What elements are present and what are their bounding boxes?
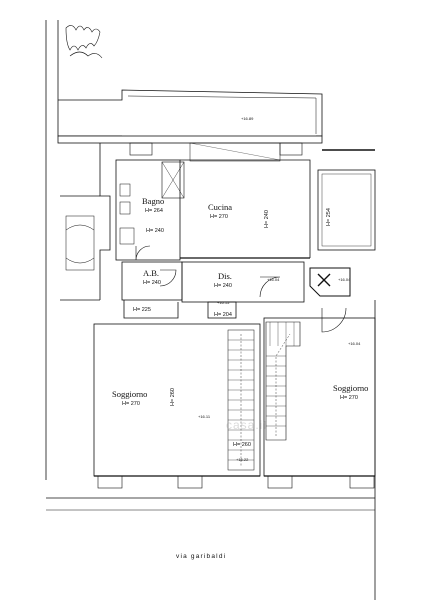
dis-room: [181, 261, 305, 303]
stair-right-arrow: [275, 333, 291, 436]
street-name: via garibaldi: [176, 553, 227, 560]
kitchen-counter-top: [189, 142, 281, 161]
bagno-walls: [115, 159, 181, 261]
soggiorno-right-height: H= 270: [340, 395, 358, 401]
level-l4: +16.04: [348, 341, 361, 346]
soggiorno-right-label: Soggiorno: [333, 383, 369, 393]
sink: [119, 227, 135, 245]
soggiorno-left-height: H= 270: [122, 401, 140, 407]
ornament-top: [65, 25, 101, 51]
terrace-left: [57, 100, 122, 137]
level-terrace: +16.89: [241, 116, 254, 121]
right-room-inner: [321, 173, 372, 247]
dis-label: Dis.: [218, 271, 232, 281]
left-well-arcs: [65, 224, 95, 264]
stair-right-treads: [266, 322, 295, 427]
left-wall-a: [99, 143, 111, 300]
cucina-height: H= 270: [210, 214, 228, 220]
front-windows: [97, 475, 375, 489]
cucina-side-height: H= 240: [264, 210, 270, 228]
cucina-walls: [180, 159, 311, 258]
level-l6: +16.22: [236, 457, 249, 462]
door-ab: [159, 269, 177, 287]
bagno-height: H= 264: [145, 208, 163, 214]
stair-block-mark: [317, 273, 331, 287]
bagno-lower-height: H= 240: [146, 228, 164, 234]
top-windows: [129, 142, 303, 156]
stair-right: [265, 321, 301, 441]
ab-height: H= 240: [143, 280, 161, 286]
soggiorno-left-side-height: H= 260: [170, 388, 176, 406]
level-l3: +16.04: [338, 277, 351, 282]
stair-block: [309, 267, 351, 297]
top-wall: [57, 135, 323, 144]
stair-height: H= 260: [233, 442, 251, 448]
cucina-label: Cucina: [208, 202, 233, 212]
ornament-mid: [69, 51, 103, 59]
level-l1: +16.15: [217, 300, 230, 305]
left-light-well: [65, 215, 95, 271]
right-room: [317, 169, 376, 251]
door-soggiorno-right: [321, 307, 347, 333]
level-l5: +16.11: [198, 414, 211, 419]
corridor-right: [207, 301, 237, 319]
bidet: [119, 201, 131, 215]
shower-diag-2: [161, 161, 185, 199]
ab-label: A.B.: [143, 268, 160, 278]
right-room-side-height: H= 254: [326, 208, 332, 226]
corridor-left: [123, 300, 179, 319]
level-l2: +16.04: [267, 277, 280, 282]
corridor-height-left: H= 225: [133, 307, 151, 313]
door-bagno: [135, 245, 151, 261]
dis-height: H= 240: [214, 283, 232, 289]
corridor-height-right: H= 204: [214, 312, 232, 318]
shower: [161, 161, 185, 199]
watermark: casa.it: [226, 418, 268, 432]
bagno-label: Bagno: [142, 196, 165, 206]
toilet: [119, 183, 131, 197]
terrace-inner: [127, 95, 317, 134]
door-dis-right: [259, 276, 281, 298]
soggiorno-left-label: Soggiorno: [112, 389, 148, 399]
